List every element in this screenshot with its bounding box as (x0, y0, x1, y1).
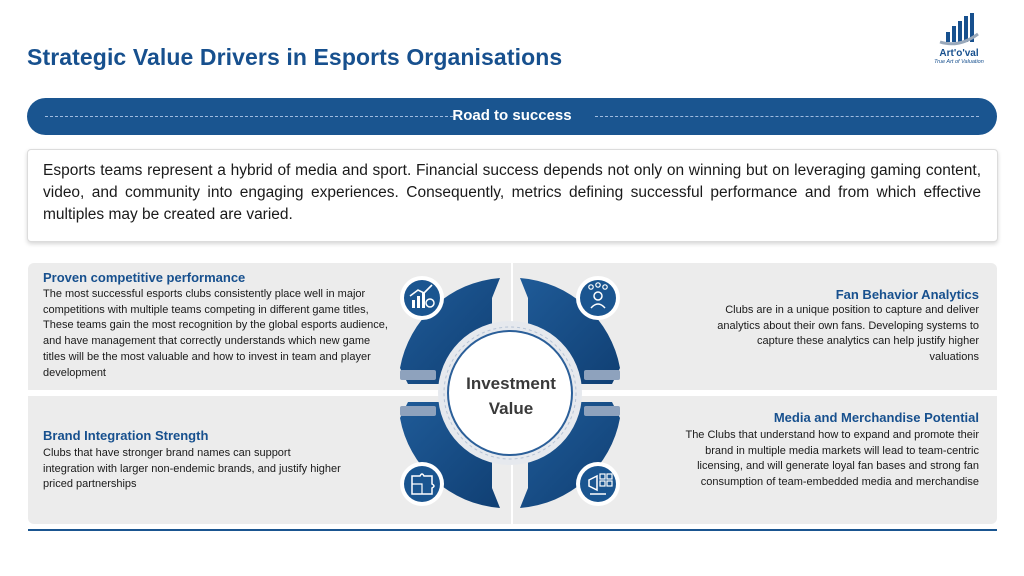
brand-logo: Art'o'val True Art of Valuation (920, 12, 998, 80)
investment-value-wheel (400, 276, 620, 508)
puzzle-integration-icon (400, 462, 444, 506)
banner-divider-left (45, 116, 453, 117)
intro-text: Esports teams represent a hybrid of medi… (43, 162, 981, 223)
text-competitive-performance: The most successful esports clubs consis… (43, 288, 388, 379)
media-megaphone-icon (576, 462, 620, 506)
wheel-tab-right-bottom (584, 406, 620, 416)
text-fan-analytics: Clubs are in a unique position to captur… (717, 304, 979, 364)
investment-value-label: Investment Value (443, 371, 579, 421)
banner-label: Road to success (452, 107, 572, 124)
center-label-line1: Investment (466, 374, 556, 393)
logo-name: Art'o'val (939, 48, 979, 59)
wheel-center (447, 330, 573, 456)
bottom-divider (28, 529, 997, 531)
wheel-center-dash (443, 326, 577, 460)
wheel-tab-right-top (584, 370, 620, 380)
text-brand-integration: Clubs that have stronger brand names can… (43, 447, 341, 491)
heading-media-merchandise: Media and Merchandise Potential (773, 410, 979, 425)
petal-bottom-right (520, 402, 620, 508)
heading-fan-analytics: Fan Behavior Analytics (835, 287, 979, 302)
logo-bars-icon (939, 13, 979, 46)
heading-competitive-performance: Proven competitive performance (43, 270, 246, 285)
wheel-tab-left-top (400, 370, 436, 380)
petal-top-right (520, 278, 620, 384)
banner-divider-right (595, 116, 979, 117)
user-analytics-icon (576, 276, 620, 320)
logo-tagline: True Art of Valuation (934, 59, 984, 65)
center-label-line2: Value (488, 399, 534, 418)
intro-box: Esports teams represent a hybrid of medi… (27, 149, 998, 242)
wheel-tab-left-bottom (400, 406, 436, 416)
heading-brand-integration: Brand Integration Strength (43, 428, 209, 443)
growth-chart-icon (400, 276, 444, 320)
page-title: Strategic Value Drivers in Esports Organ… (27, 44, 563, 70)
petal-top-left (400, 278, 500, 384)
text-media-merchandise: The Clubs that understand how to expand … (685, 429, 979, 489)
petal-bottom-left (400, 402, 500, 508)
road-to-success-banner: Road to success (27, 98, 997, 135)
